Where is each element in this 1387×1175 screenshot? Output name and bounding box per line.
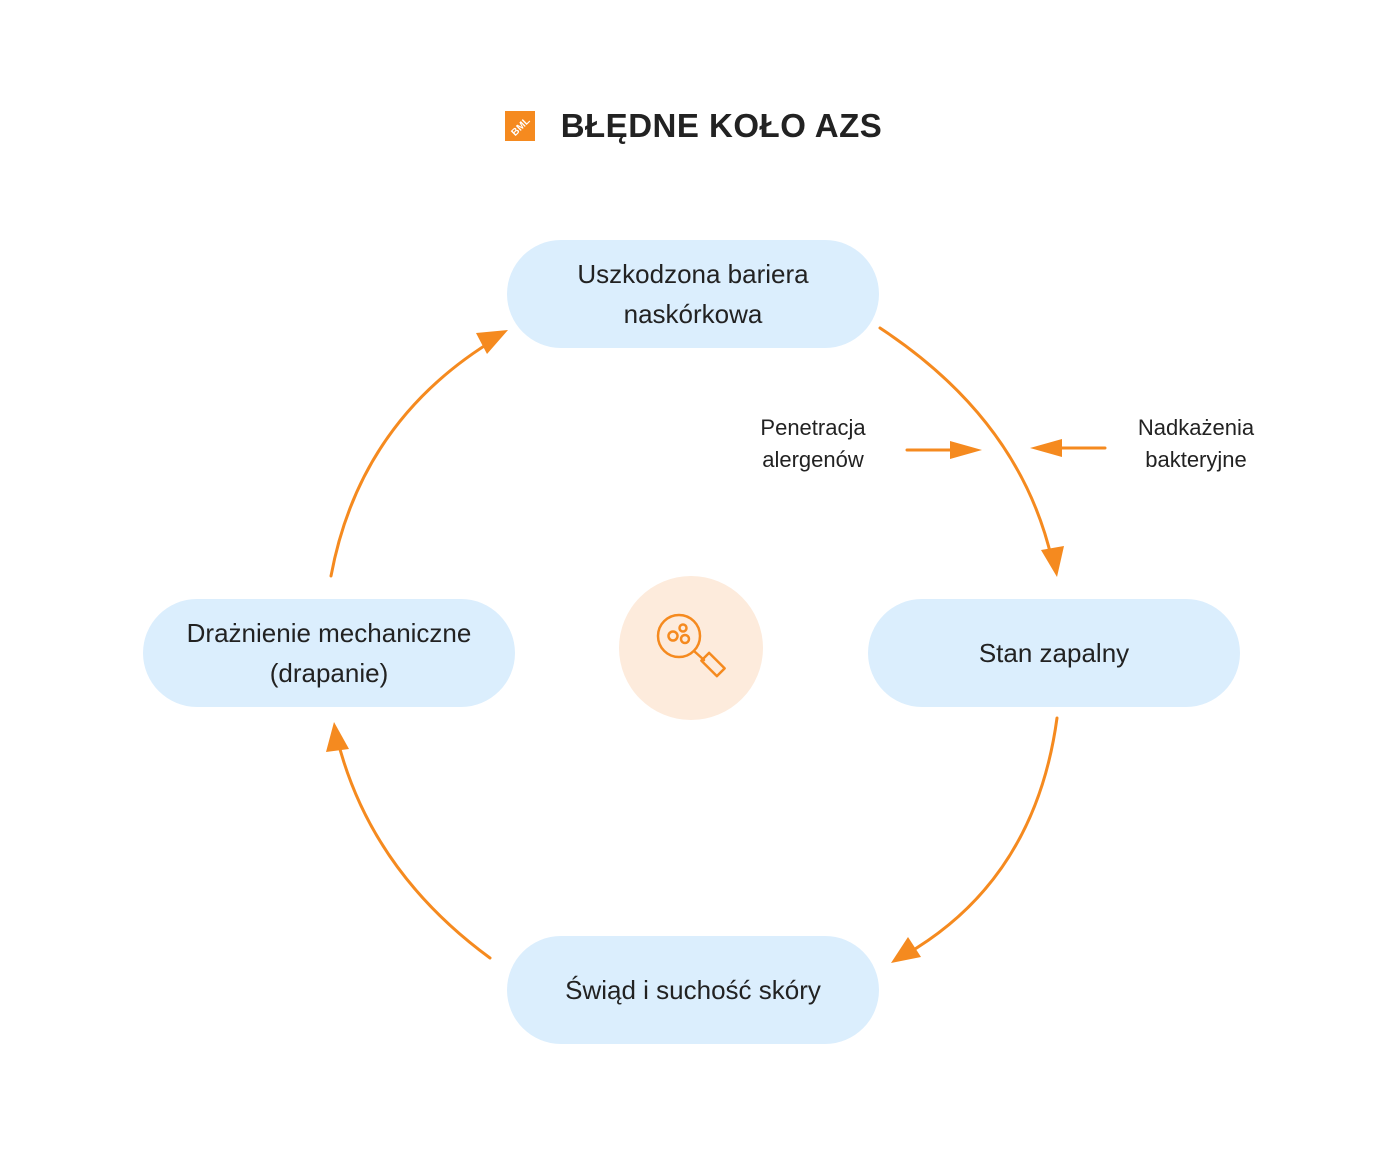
arrow-head [1041,546,1064,577]
factor-bacterial-infection: Nadkażenia bakteryjne [1096,412,1296,476]
page-title: BŁĘDNE KOŁO AZS [560,107,883,144]
factor-label: bakteryjne [1145,447,1247,472]
node-label: Uszkodzona bariera [577,259,809,289]
factor-allergen-penetration: Penetracja alergenów [713,412,913,476]
node-itch-dryness: Świąd i suchość skóry [507,936,879,1044]
node-label: naskórkowa [623,299,763,329]
arrow-inflammation-to-itch [903,716,1059,957]
arrow-head [950,441,982,459]
arrow-head [326,722,349,752]
node-label: Drażnienie mechaniczne [186,618,472,648]
node-label: (drapanie) [269,658,389,688]
node-inflammation: Stan zapalny [868,599,1240,707]
node-damaged-barrier: Uszkodzona bariera naskórkowa [507,240,879,348]
magnifier-bacteria-icon [656,613,726,678]
center-badge [619,576,763,720]
factor-label: alergenów [762,447,864,472]
factor-label: Nadkażenia [1137,415,1255,440]
node-label: Stan zapalny [978,638,1130,668]
arrow-itch-to-scratching [335,736,492,960]
arrow-head [476,330,508,354]
node-label: Świąd i suchość skóry [565,975,821,1005]
header: BML BŁĘDNE KOŁO AZS [0,100,1387,152]
arrow-head [1030,439,1062,457]
arrow-scratching-to-barrier [329,336,499,578]
node-mechanical-irritation: Drażnienie mechaniczne (drapanie) [143,599,515,707]
factor-label: Penetracja [760,415,866,440]
arrow-head [891,937,921,963]
arrow-barrier-to-inflammation [878,326,1054,562]
bml-logo-icon: BML [504,111,535,141]
